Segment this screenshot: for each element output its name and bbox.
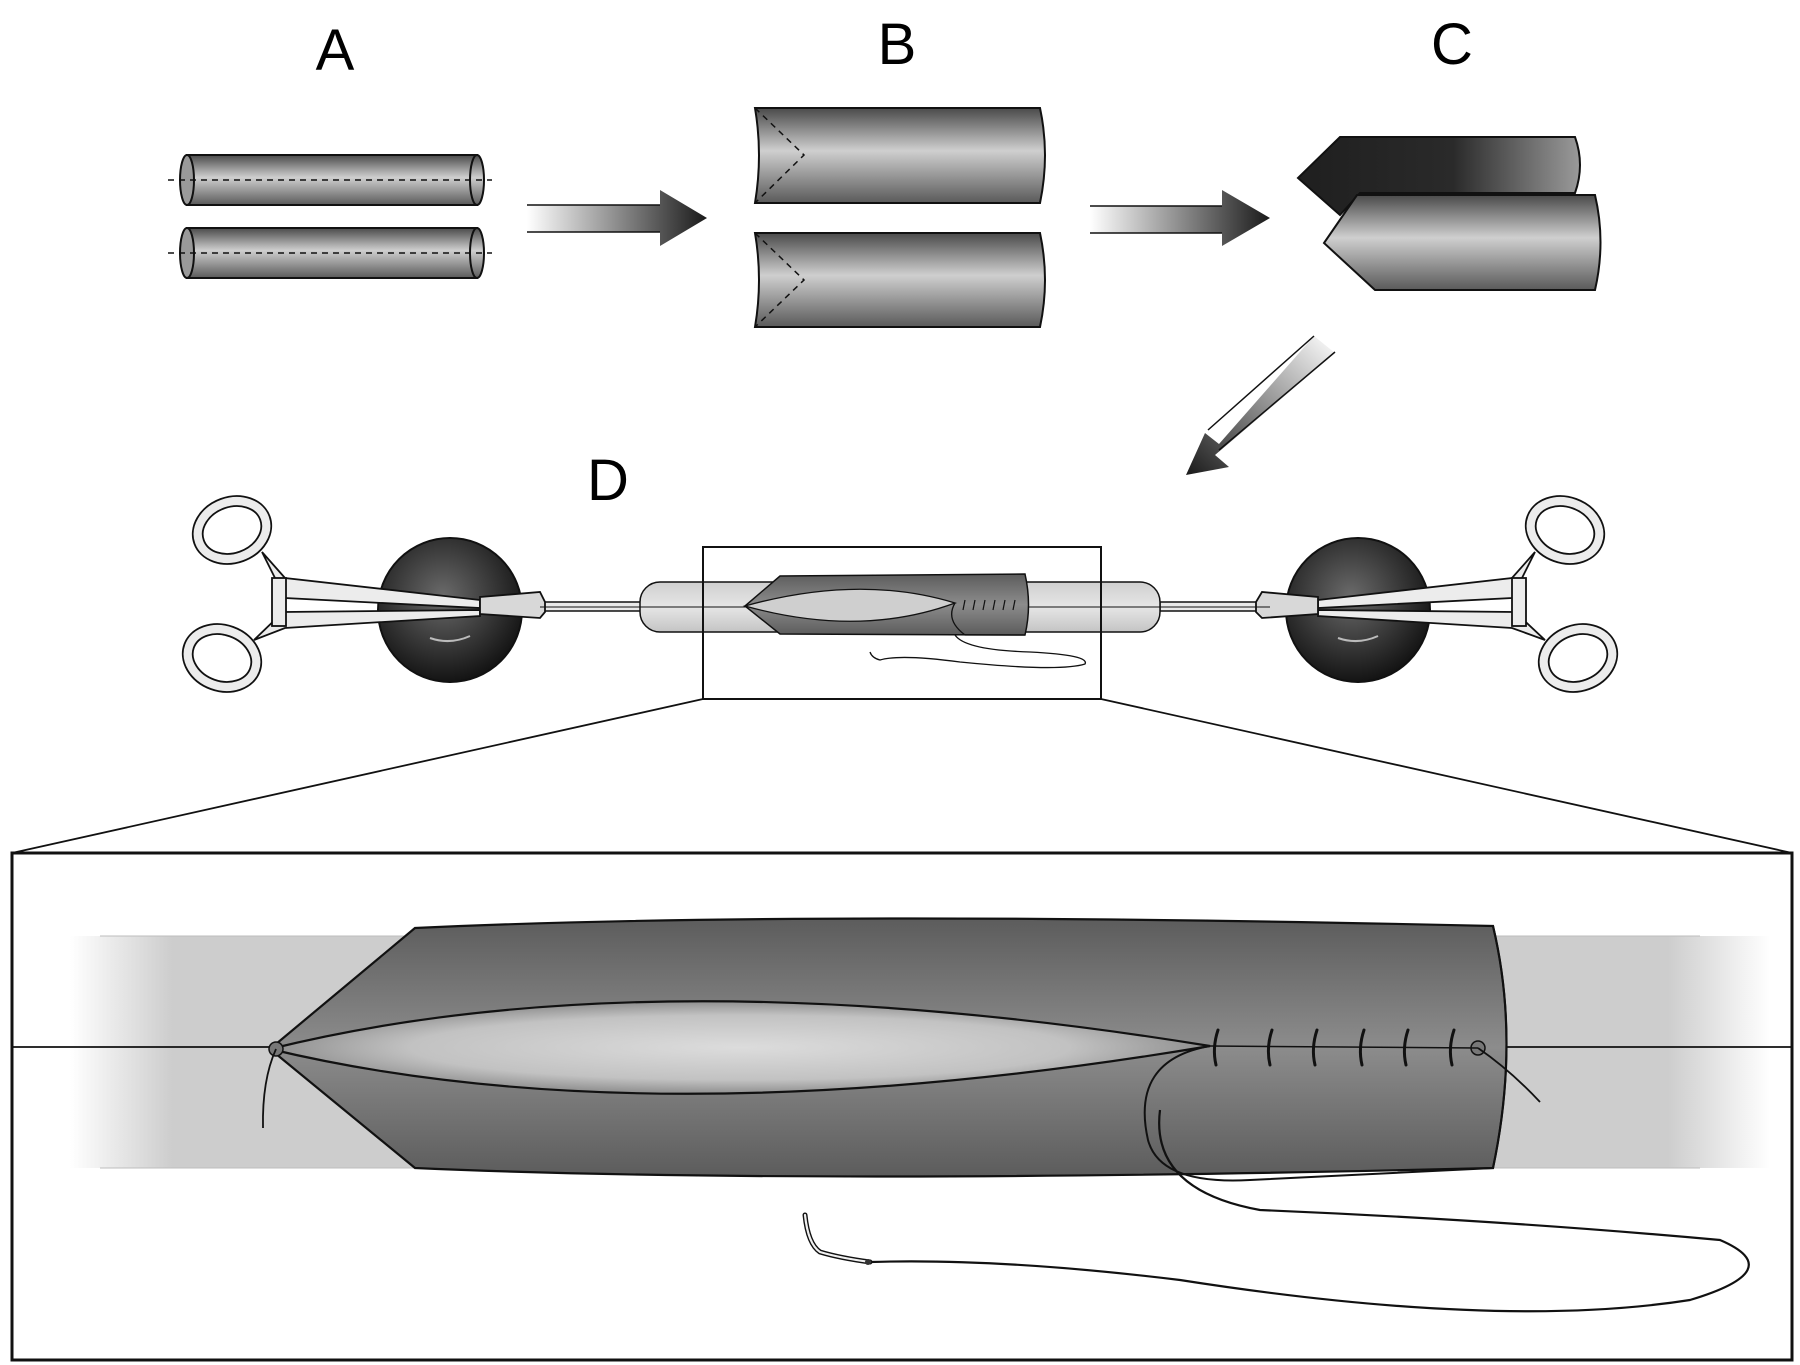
arrow-a-to-b	[527, 190, 707, 246]
vessel-b-bottom	[753, 232, 1046, 328]
panel-b-vessels	[753, 107, 1046, 328]
hemostat-forceps-icon	[1255, 495, 1619, 693]
vessel-a-top	[168, 154, 492, 206]
panel-c-vessels	[1296, 136, 1602, 291]
enlarged-view	[10, 851, 1794, 1362]
vessel-c-front	[1322, 194, 1602, 291]
vessel-b-top	[753, 107, 1046, 204]
label-b: B	[878, 12, 917, 77]
zoom-line-right	[1100, 698, 1793, 854]
enlarged-graft	[262, 917, 1541, 1182]
suture-needle-icon	[802, 1109, 1750, 1313]
label-c: C	[1431, 12, 1473, 77]
panel-d-assembly	[181, 495, 1619, 700]
vessel-a-bottom	[168, 227, 492, 279]
panel-a-vessels	[168, 154, 492, 279]
arrow-b-to-c	[1090, 190, 1270, 246]
zoom-line-left	[11, 698, 704, 854]
hemostat-forceps-icon	[181, 495, 546, 693]
zoom-region	[702, 546, 1102, 700]
arrow-c-to-d	[1186, 335, 1336, 475]
label-a: A	[316, 18, 355, 83]
label-d: D	[587, 448, 629, 513]
